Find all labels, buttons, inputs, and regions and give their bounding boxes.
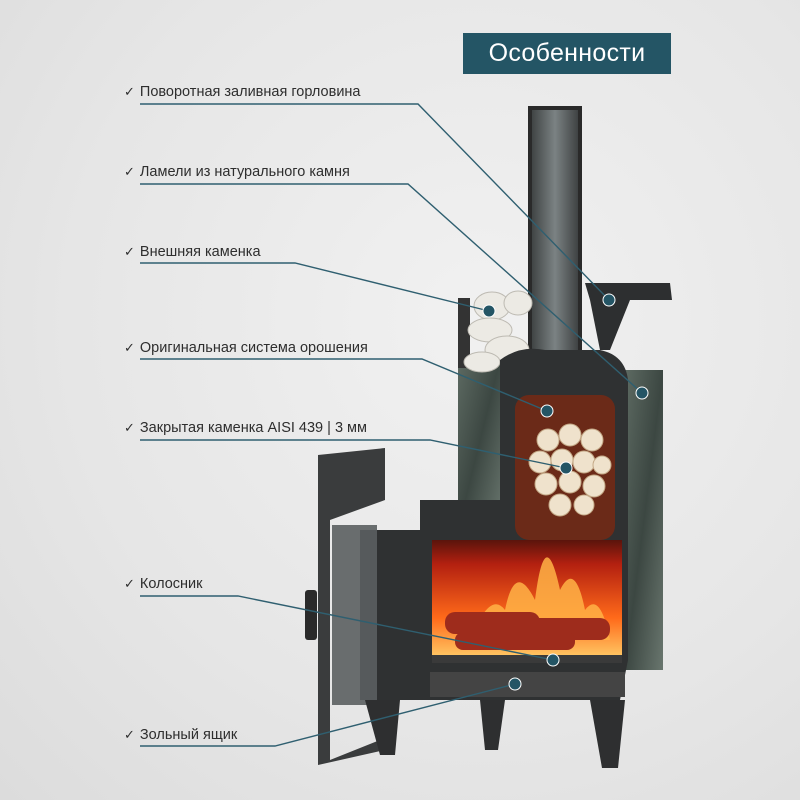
feature-label: Ламели из натурального камня [139, 164, 350, 180]
stone-lamellae-right [625, 370, 663, 670]
ash-box [430, 672, 625, 697]
door-handle [305, 590, 317, 640]
feature-grate: ✓ Колосник [124, 576, 203, 592]
firewood [445, 612, 610, 650]
feature-label: Поворотная заливная горловина [139, 84, 361, 100]
water-filler-funnel [585, 283, 672, 350]
check-icon: ✓ [124, 244, 135, 259]
feature-label: Колосник [139, 576, 203, 592]
feature-stone-lamellae: ✓ Ламели из натурального камня [124, 164, 350, 180]
check-icon: ✓ [124, 340, 135, 355]
feature-outer-heater: ✓ Внешняя каменка [124, 244, 261, 260]
feature-label: Внешняя каменка [139, 244, 261, 260]
page-title: Особенности [463, 33, 671, 74]
inner-stones [528, 423, 612, 517]
chimney-pipe [528, 106, 582, 355]
door-glass [332, 525, 377, 705]
feature-label: Оригинальная система орошения [139, 340, 368, 356]
feature-label: Закрытая каменка AISI 439 | 3 мм [139, 420, 367, 436]
callout-dots [482, 293, 649, 691]
feature-closed-heater: ✓ Закрытая каменка AISI 439 | 3 мм [124, 420, 367, 436]
stove-legs [365, 700, 625, 768]
feature-rotary-filler: ✓ Поворотная заливная горловина [124, 84, 361, 100]
check-icon: ✓ [124, 164, 135, 179]
check-icon: ✓ [124, 576, 135, 591]
leader-lines [140, 103, 643, 747]
outer-heater-frame [458, 298, 470, 368]
grate [432, 655, 622, 663]
check-icon: ✓ [124, 84, 135, 99]
feature-irrigation-system: ✓ Оригинальная система орошения [124, 340, 368, 356]
check-icon: ✓ [124, 420, 135, 435]
check-icon: ✓ [124, 727, 135, 742]
feature-ash-box: ✓ Зольный ящик [124, 727, 237, 743]
outer-stones [463, 290, 533, 373]
feature-label: Зольный ящик [139, 727, 238, 743]
